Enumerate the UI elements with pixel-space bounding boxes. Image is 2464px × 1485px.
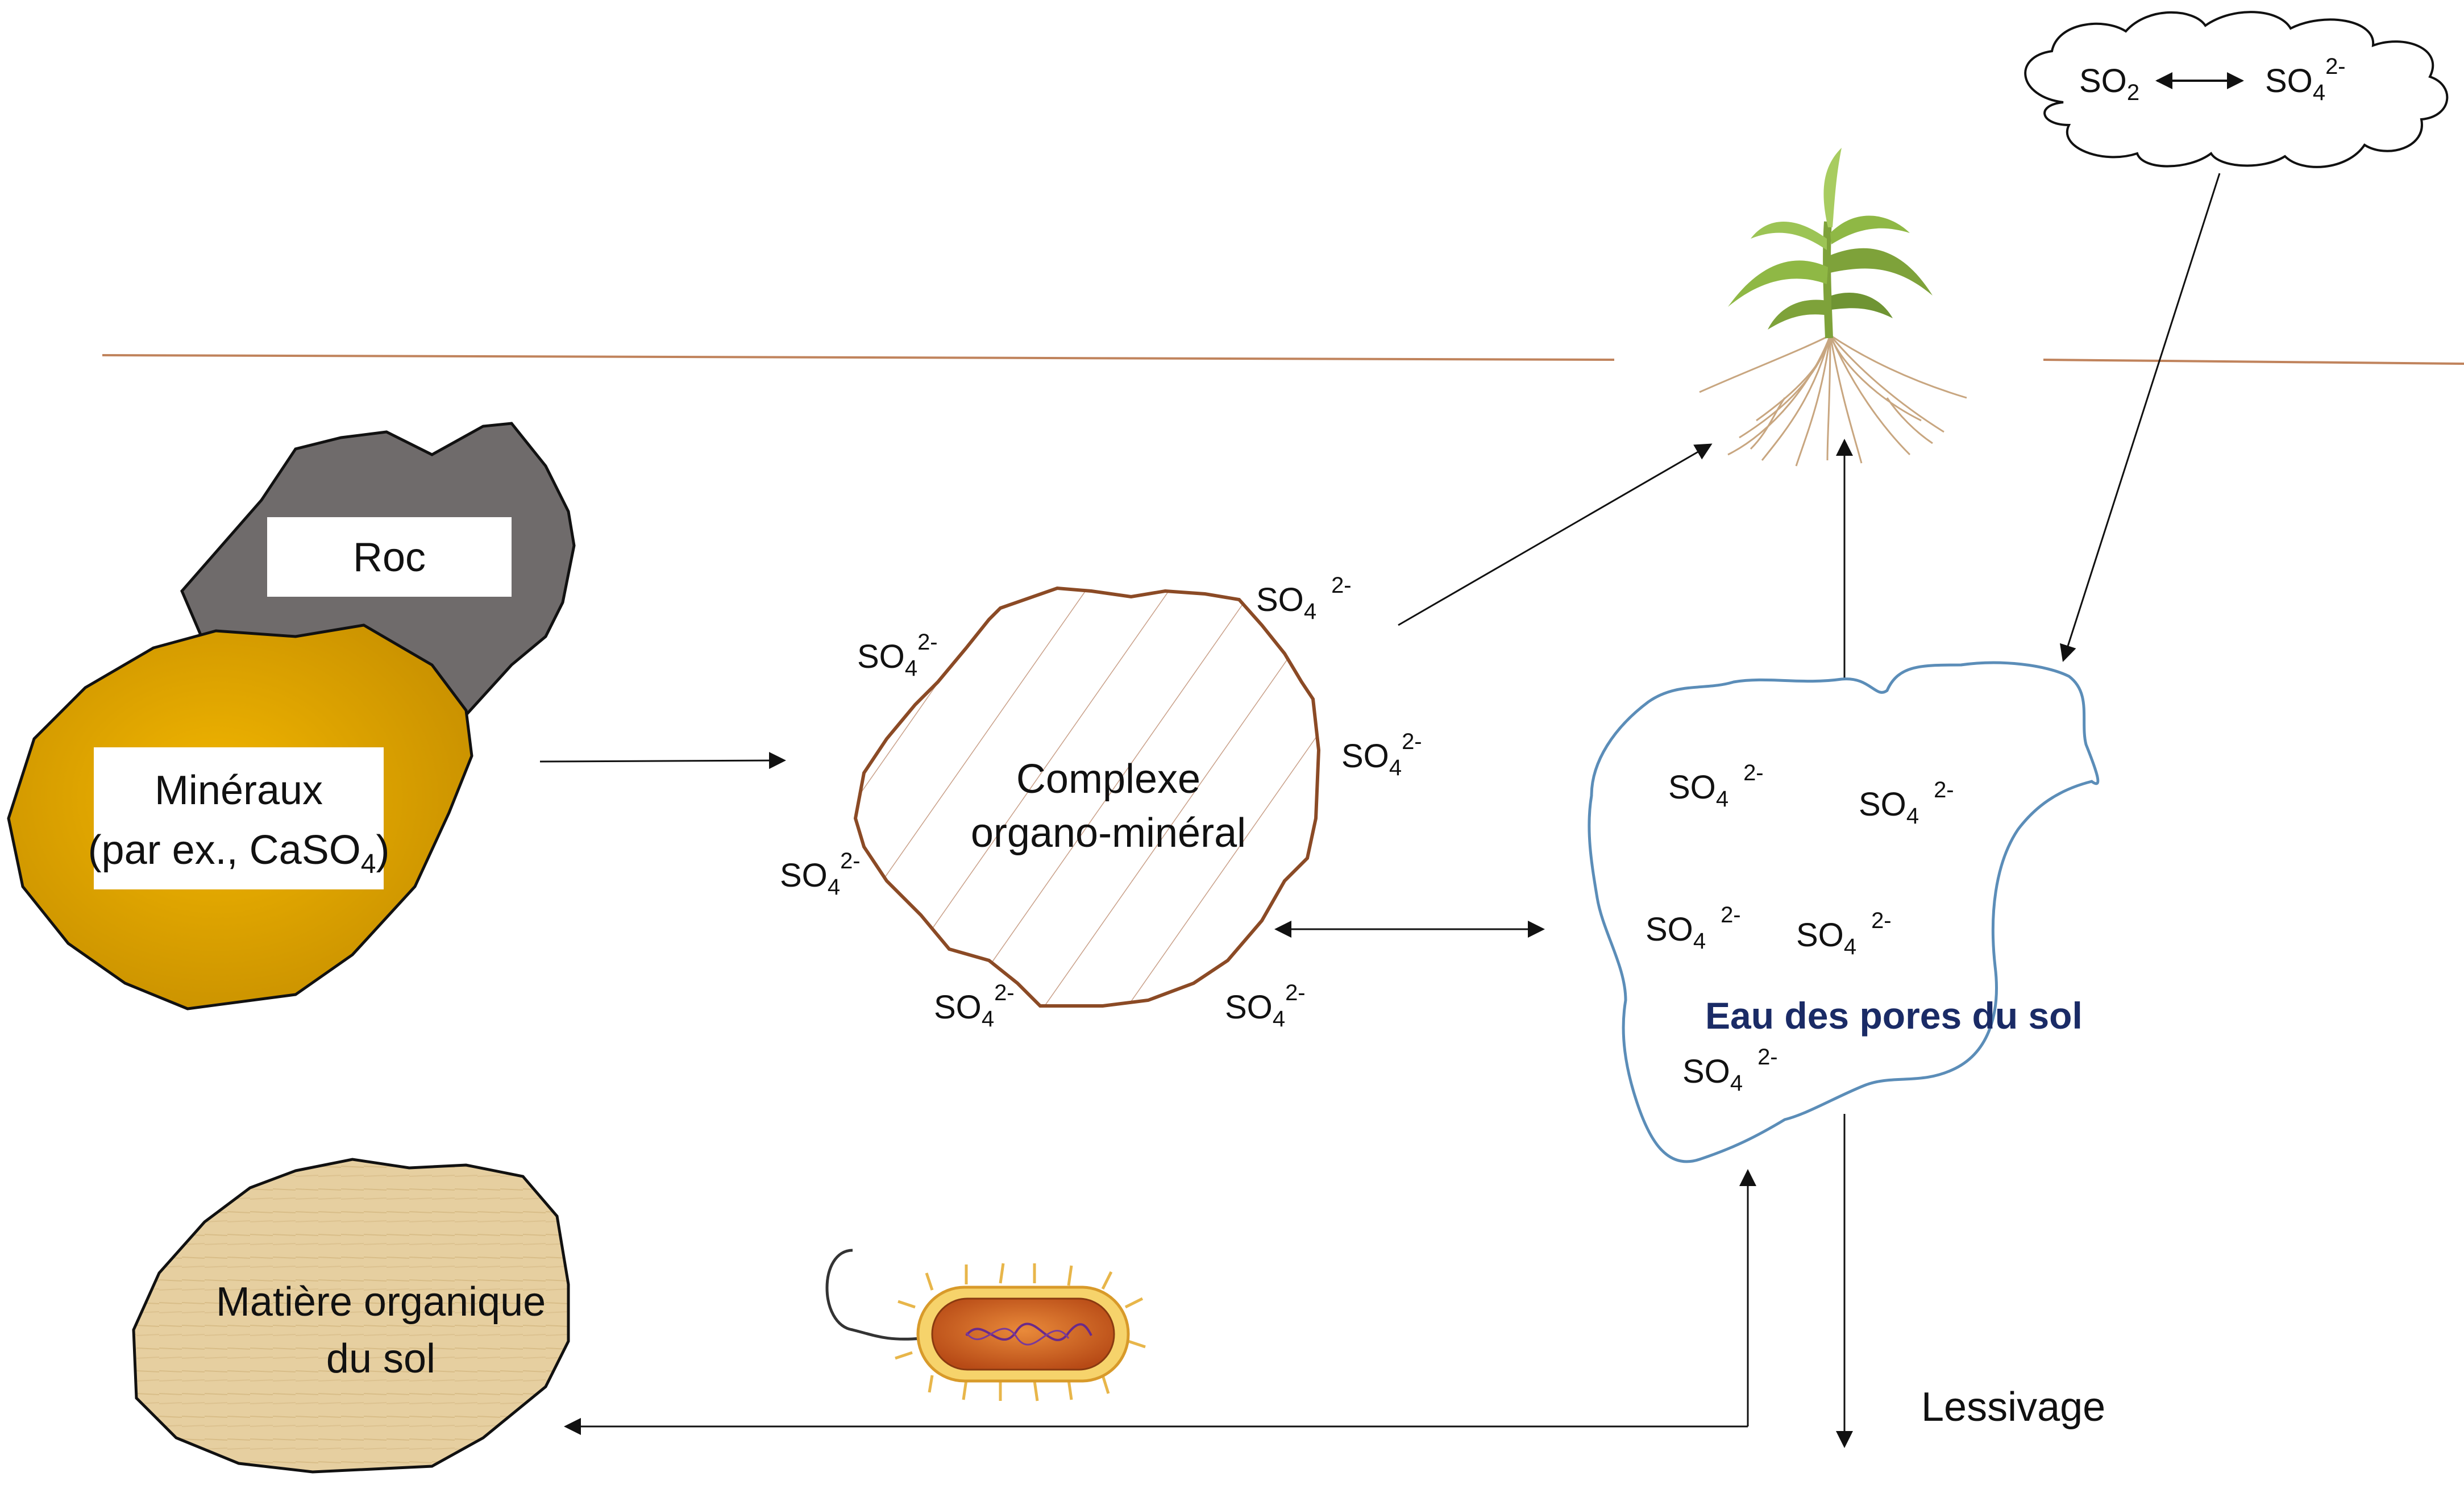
minerals-to-complex-arrow — [539, 752, 786, 769]
ground-surface-line — [102, 354, 2464, 365]
minerals-label-box — [94, 747, 384, 889]
complex-label-line2: organo-minéral — [971, 810, 1246, 856]
pore-water-label: Eau des pores du sol — [1705, 995, 2083, 1037]
organic-matter-label-line1: Matière organique — [216, 1279, 546, 1325]
so2-label: SO2 — [2079, 63, 2139, 105]
maize-plant-with-roots-icon — [1699, 148, 1967, 467]
organo-mineral-complex: Complexe organo-minéral — [853, 586, 1321, 1008]
sulfate-ion: SO42- — [1341, 729, 1422, 780]
rock-label-box — [267, 517, 512, 597]
sulfate-ions-pore-water: SO42- SO42- SO42- SO42- SO42- — [1646, 760, 1954, 1096]
leaching-label: Lessivage — [1921, 1384, 2105, 1430]
atmosphere-cloud: SO2 SO42- — [2024, 11, 2449, 168]
deposition-arrow — [2059, 173, 2221, 662]
complex-label-line1: Complexe — [1016, 756, 1200, 802]
sulfate-ion: SO42- — [1796, 908, 1892, 959]
sulfate-ion: SO42- — [1256, 573, 1352, 624]
bacterium-icon — [825, 1249, 1146, 1401]
sulfate-ion: SO42- — [1668, 760, 1764, 812]
so4-cloud-label: SO42- — [2265, 54, 2346, 105]
sulfate-ion: SO42- — [1225, 980, 1306, 1031]
sulfate-ion: SO42- — [1859, 777, 1954, 829]
rock-label: Roc — [353, 535, 426, 580]
sulfate-ions-complex: SO42- SO42- SO42- SO42- SO42- SO42- — [780, 573, 1422, 1031]
sulfate-ion: SO42- — [1682, 1045, 1778, 1096]
complex-to-plant-arrow — [1398, 443, 1713, 626]
organic-matter-label-line2: du sol — [326, 1336, 435, 1382]
sulfate-ion: SO42- — [934, 980, 1015, 1031]
sulfate-ion: SO42- — [857, 630, 938, 681]
minerals-label-line1: Minéraux — [155, 768, 323, 813]
cloud-icon — [2024, 11, 2449, 168]
sulfate-ion: SO42- — [780, 848, 861, 900]
soil-organic-matter: Matière organique du sol — [132, 1158, 570, 1474]
soil-pore-water: Eau des pores du sol — [1588, 661, 2100, 1163]
minerals-label-line2: (par ex., CaSO4) — [88, 827, 390, 879]
minerals: Minéraux (par ex., CaSO4) — [7, 623, 473, 1010]
organic-matter-exchange-arrows — [564, 1169, 1756, 1435]
sulfate-ion: SO42- — [1646, 902, 1741, 954]
